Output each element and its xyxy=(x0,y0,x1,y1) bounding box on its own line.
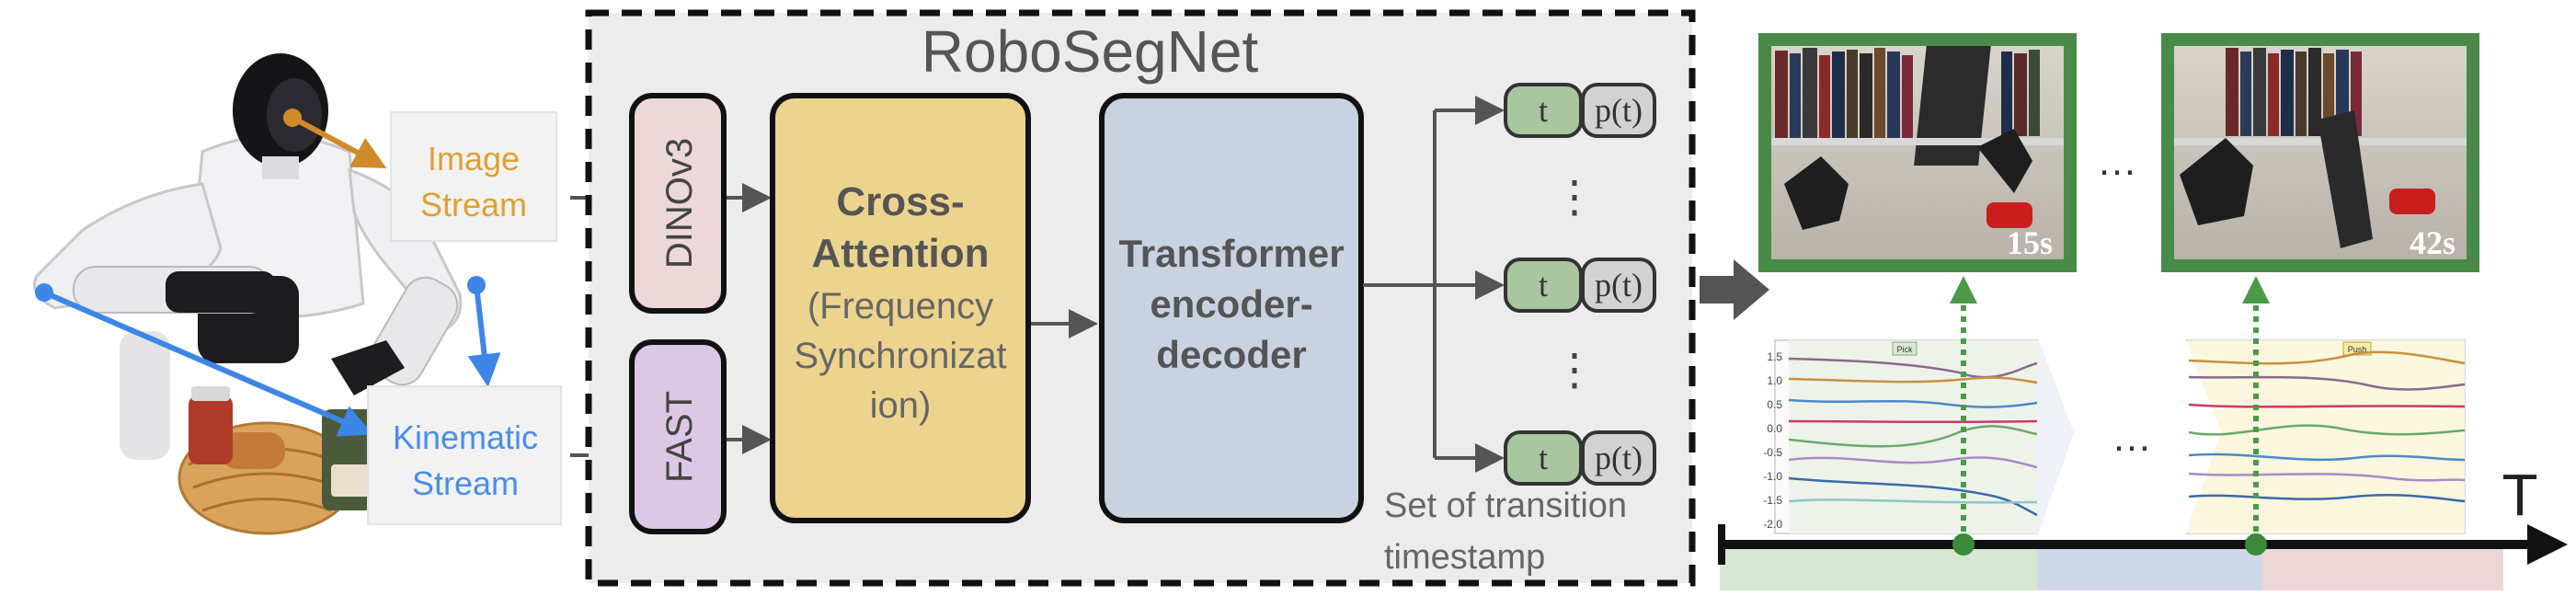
push-tag-label: Push xyxy=(2348,345,2367,354)
time-axis-arrowhead xyxy=(2527,524,2568,565)
segment-blue xyxy=(2037,546,2262,590)
plot-tick: 1.5 xyxy=(1767,350,1782,363)
plot-ellipsis: … xyxy=(2112,415,2152,460)
timeline-marker-1 xyxy=(1952,533,1975,555)
plot-tick: -2.0 xyxy=(1763,518,1782,531)
token-p xyxy=(1581,83,1656,138)
kinematic-stream-box: Kinematic Stream xyxy=(367,385,562,525)
fast-block: FAST xyxy=(629,339,727,534)
freq-label-1: (Frequency xyxy=(807,286,993,326)
output-arrow xyxy=(1700,259,1769,320)
bread-loaf xyxy=(221,432,285,469)
signal-plot: 1.5 1.0 0.5 0.0 -0.5 -1.0 -1.5 -2.0 Pick… xyxy=(1763,336,2466,538)
plot-tick: -0.5 xyxy=(1763,446,1782,459)
token-p-label: p(t) xyxy=(1595,92,1643,129)
segment-red xyxy=(2262,546,2503,590)
token-vdots-1: ⋮ xyxy=(1552,173,1597,222)
token-p xyxy=(1581,258,1656,313)
token-t-label: t xyxy=(1539,92,1548,129)
freq-label-2: Synchronizat xyxy=(794,336,1006,376)
kinematic-stream-label-2: Stream xyxy=(412,464,519,502)
jar-lid xyxy=(191,386,230,401)
robot-right-gripper xyxy=(331,340,405,395)
frames-ellipsis: … xyxy=(2097,139,2137,184)
pick-tag xyxy=(1892,341,1918,356)
robot-arm-frame-2 xyxy=(2318,110,2373,248)
plot-tick: 0.0 xyxy=(1767,422,1782,435)
robot-neck xyxy=(262,156,299,179)
plot-tick: 0.5 xyxy=(1767,398,1782,411)
plot-tick: 1.0 xyxy=(1767,374,1782,387)
segment-green xyxy=(1720,546,2037,590)
token-vdots-2: ⋮ xyxy=(1552,346,1597,395)
video-frame-1: 15s xyxy=(1758,33,2077,272)
image-stream-label-2: Stream xyxy=(420,186,527,223)
token-p-label: p(t) xyxy=(1595,267,1643,304)
image-stream-pointer xyxy=(291,115,387,168)
image-stream-label-1: Image xyxy=(428,140,520,178)
jar xyxy=(189,395,233,464)
token-row-3: t p(t) xyxy=(1504,430,1656,486)
robot-gripper-frame-1 xyxy=(1784,156,1849,230)
plot-region-yellow xyxy=(2189,340,2465,533)
frame1-time: 15s xyxy=(2007,224,2053,261)
token-row-2: t p(t) xyxy=(1504,258,1656,313)
transformer-block: Transformer encoder- decoder xyxy=(1099,93,1364,523)
plot-tick: -1.5 xyxy=(1763,494,1782,507)
plot-region-green xyxy=(1789,340,2037,533)
robot-left-gripper xyxy=(166,271,276,313)
signal-curves xyxy=(1788,350,2466,517)
bookshelf-books xyxy=(1771,46,2064,166)
dino-label: DINOv3 xyxy=(659,138,700,269)
kinematic-pointer-right xyxy=(467,284,501,387)
freq-label-3: ion) xyxy=(870,385,932,426)
cross-label-2: Attention xyxy=(811,231,989,276)
cross-label-1: Cross- xyxy=(836,179,964,224)
token-p xyxy=(1581,430,1656,486)
transformer-label-1: Transformer xyxy=(1118,232,1344,275)
toy-car-1 xyxy=(1986,202,2032,228)
plot-y-ticks: 1.5 1.0 0.5 0.0 -0.5 -1.0 -1.5 -2.0 xyxy=(1763,350,1782,531)
plot-tick: -1.0 xyxy=(1763,470,1782,483)
token-t-label: t xyxy=(1539,267,1548,304)
bookshelf-books-2 xyxy=(2174,48,2467,145)
plot-gap xyxy=(2037,336,2221,538)
robot-gripper-frame-2 xyxy=(2180,138,2253,225)
kinematic-pointer-left xyxy=(42,290,373,437)
time-axis-label: T xyxy=(2502,462,2537,528)
set-label-1: Set of transition xyxy=(1384,487,1627,525)
transformer-label-2: encoder- xyxy=(1150,282,1312,326)
radio-panel xyxy=(331,464,372,497)
token-p-label: p(t) xyxy=(1595,440,1643,476)
dino-block: DINOv3 xyxy=(629,93,727,314)
frame2-time: 42s xyxy=(2410,224,2456,261)
cross-attention-block: Cross- Attention (Frequency Synchronizat… xyxy=(770,93,1031,523)
toy-car-2 xyxy=(2389,189,2435,214)
transformer-label-3: decoder xyxy=(1156,333,1306,376)
robot-base xyxy=(120,331,170,460)
image-stream-box: Image Stream xyxy=(390,111,557,242)
video-frame-2: 42s xyxy=(2161,33,2479,272)
stream-pointers xyxy=(35,109,501,437)
kinematic-stream-label-1: Kinematic xyxy=(393,418,538,456)
robosegnet-title: RoboSegNet xyxy=(922,18,1259,85)
set-label-2: timestamp xyxy=(1384,538,1545,577)
robot-gripper-frame-1b xyxy=(1977,129,2032,193)
pick-tag-label: Pick xyxy=(1896,345,1913,354)
output-fan xyxy=(1363,96,1505,473)
fast-label: FAST xyxy=(659,391,700,483)
token-t-label: t xyxy=(1539,440,1548,476)
timeline-marker-2 xyxy=(2245,533,2267,555)
token-row-1: t p(t) xyxy=(1504,83,1656,138)
